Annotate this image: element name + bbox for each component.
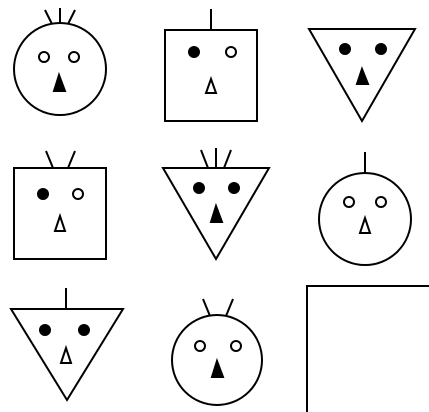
eye-filled <box>340 44 350 54</box>
eye-hollow <box>69 52 79 62</box>
face-circle-r1c1 <box>14 8 106 115</box>
nose-hollow <box>61 348 71 363</box>
answer-slot-frame <box>307 286 429 412</box>
face-triangle-r1c3 <box>309 29 415 121</box>
hair <box>68 10 75 24</box>
eye-hollow <box>195 341 205 351</box>
nose-filled <box>212 361 223 377</box>
answer-slot-r3c3 <box>307 286 429 412</box>
head-circle <box>14 23 106 115</box>
eye-hollow <box>376 197 386 207</box>
hair <box>45 10 52 24</box>
eye-filled <box>229 183 239 193</box>
face-square-r1c2 <box>165 9 257 121</box>
eye-hollow <box>39 52 49 62</box>
face-square-r2c1 <box>14 151 106 259</box>
eye-filled <box>79 325 89 335</box>
eye-filled <box>38 189 48 199</box>
hair <box>226 299 233 316</box>
eye-hollow <box>231 341 241 351</box>
eye-filled <box>376 44 386 54</box>
eye-hollow <box>226 47 236 57</box>
eye-filled <box>194 183 204 193</box>
hair <box>46 151 53 168</box>
eye-filled <box>189 47 199 57</box>
eye-hollow <box>73 189 83 199</box>
face-circle-r3c2 <box>172 299 262 405</box>
head-square <box>165 30 257 121</box>
hair <box>201 150 208 168</box>
nose-filled <box>211 206 222 222</box>
face-circle-r2c3 <box>319 152 411 265</box>
hair <box>224 150 231 168</box>
nose-hollow <box>360 218 370 233</box>
face-triangle-r2c2 <box>163 148 269 259</box>
hair <box>68 151 75 168</box>
head-triangle <box>11 309 123 400</box>
nose-filled <box>357 69 368 84</box>
nose-hollow <box>55 216 65 231</box>
hair <box>203 299 210 316</box>
eye-hollow <box>344 197 354 207</box>
face-triangle-r3c1 <box>11 288 123 400</box>
eye-filled <box>40 325 50 335</box>
nose-hollow <box>206 79 216 93</box>
nose-filled <box>54 75 65 91</box>
